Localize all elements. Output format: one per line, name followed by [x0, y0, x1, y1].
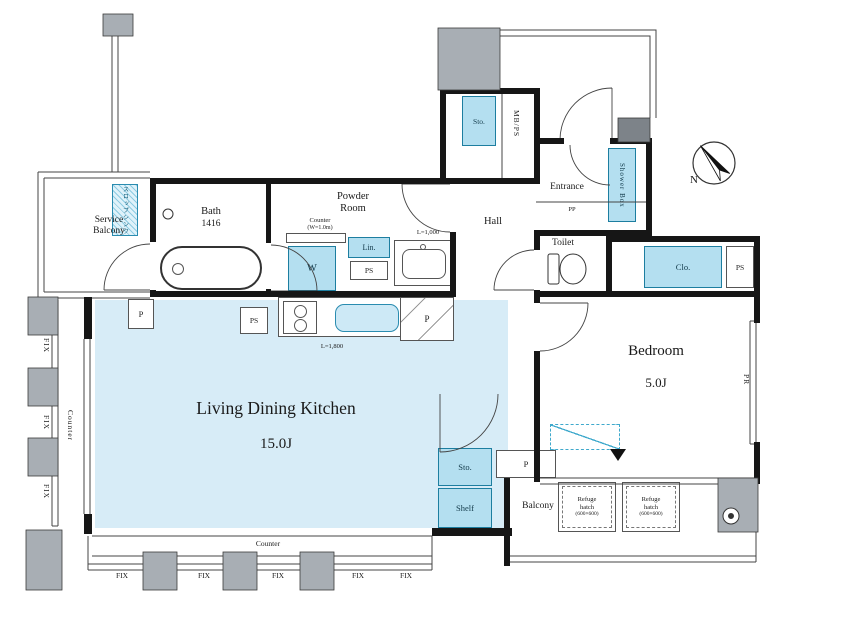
- ps-bedroom-box: PS: [726, 246, 754, 288]
- label-service-balcony: Service Balcony: [93, 215, 125, 236]
- stove-burner: [294, 319, 307, 332]
- label-bath-size: 1416: [201, 219, 221, 229]
- ps-powder-box: PS: [350, 261, 388, 280]
- vanity-box: [394, 240, 452, 286]
- vanity-faucet: [420, 244, 426, 250]
- label-fix-bottom-2: FIX: [197, 571, 211, 580]
- storage-top-label: Sto.: [473, 116, 485, 126]
- balcony-access-marker: [610, 449, 626, 461]
- storage-top-box: Sto.: [462, 96, 496, 146]
- label-hall: Hall: [483, 216, 503, 227]
- shower-box: Shower Box: [608, 148, 636, 222]
- label-fix-left-2: FIX: [42, 415, 51, 431]
- storage-bottom-label: Sto.: [458, 462, 472, 472]
- pipe-balcony-label: P: [523, 459, 529, 469]
- storage-bottom-box: Sto.: [438, 448, 492, 486]
- label-pr: PR: [742, 374, 751, 386]
- refuge-hatch-1: Refuge hatch (600×600): [558, 482, 616, 532]
- label-counter-left: Counter: [66, 410, 75, 442]
- label-powder-counter: Counter: [309, 217, 331, 224]
- pipe-left-label: P: [138, 309, 144, 319]
- balcony-drain: [722, 507, 740, 525]
- label-bedroom: Bedroom: [628, 343, 684, 359]
- refuge-hatch-text: Refuge hatch (600×600): [575, 496, 599, 518]
- stove-burner: [294, 305, 307, 318]
- refuge-hatch-text: Refuge hatch (600×600): [639, 496, 663, 518]
- label-ldk-size: 15.0J: [259, 436, 293, 452]
- kitchen-sink: [335, 304, 399, 332]
- closet-box: Clo.: [644, 246, 722, 288]
- ps-kitchen-box: PS: [240, 307, 268, 334]
- ps-powder-label: PS: [364, 266, 374, 275]
- label-entrance: Entrance: [550, 182, 584, 192]
- pipe-balcony-box: P: [496, 450, 556, 478]
- shelf-label: Shelf: [456, 503, 474, 513]
- label-balcony: Balcony: [522, 501, 554, 511]
- toilet-tank: [547, 253, 560, 285]
- label-bedroom-size: 5.0J: [645, 375, 667, 390]
- linen-box: Lin.: [348, 237, 390, 258]
- label-fix-bottom-4: FIX: [351, 571, 365, 580]
- bathtub-drain: [172, 263, 184, 275]
- label-opening-powder: L=1,000: [416, 229, 440, 236]
- label-fix-left-3: FIX: [42, 484, 51, 500]
- closet-label: Clo.: [675, 262, 691, 272]
- ps-kitchen-label: PS: [249, 316, 259, 325]
- label-bath: Bath: [201, 206, 221, 217]
- stove: [283, 301, 317, 334]
- label-powder-room: Powder Room: [336, 191, 370, 215]
- label-powder-counter-dim: (W=1.0m): [307, 225, 333, 231]
- label-pp: PP: [568, 206, 576, 213]
- label-fix-bottom-1: FIX: [115, 571, 129, 580]
- vanity-sink: [402, 249, 446, 279]
- balcony-drain-center: [728, 513, 734, 519]
- bedroom-dashed-zone: [550, 424, 620, 450]
- bathtub: [160, 246, 262, 290]
- label-fix-bottom-3: FIX: [271, 571, 285, 580]
- powder-counter-strip: [286, 233, 346, 243]
- label-counter-bottom: Counter: [255, 539, 281, 548]
- linen-label: Lin.: [362, 243, 376, 252]
- label-opening-kitchen: L=1,800: [320, 343, 344, 350]
- shower-box-label: Shower Box: [618, 162, 626, 208]
- label-north: N: [690, 174, 698, 186]
- toilet-bowl: [559, 253, 587, 285]
- label-mb-ps: MB/PS: [512, 110, 521, 138]
- bath-drain: [162, 208, 174, 220]
- ps-bedroom-label: PS: [735, 262, 745, 272]
- label-fix-left-1: FIX: [42, 338, 51, 354]
- pantry-box: P: [400, 297, 454, 341]
- washer-box: W: [288, 246, 336, 291]
- label-toilet: Toilet: [551, 238, 575, 248]
- washer-label: W: [307, 263, 317, 274]
- pantry-label: P: [422, 314, 432, 324]
- shelf-box: Shelf: [438, 488, 492, 528]
- label-fix-bottom-5: FIX: [399, 571, 413, 580]
- label-ldk: Living Dining Kitchen: [196, 398, 356, 418]
- pipe-left-box: P: [128, 299, 154, 329]
- refuge-hatch-2: Refuge hatch (600×600): [622, 482, 680, 532]
